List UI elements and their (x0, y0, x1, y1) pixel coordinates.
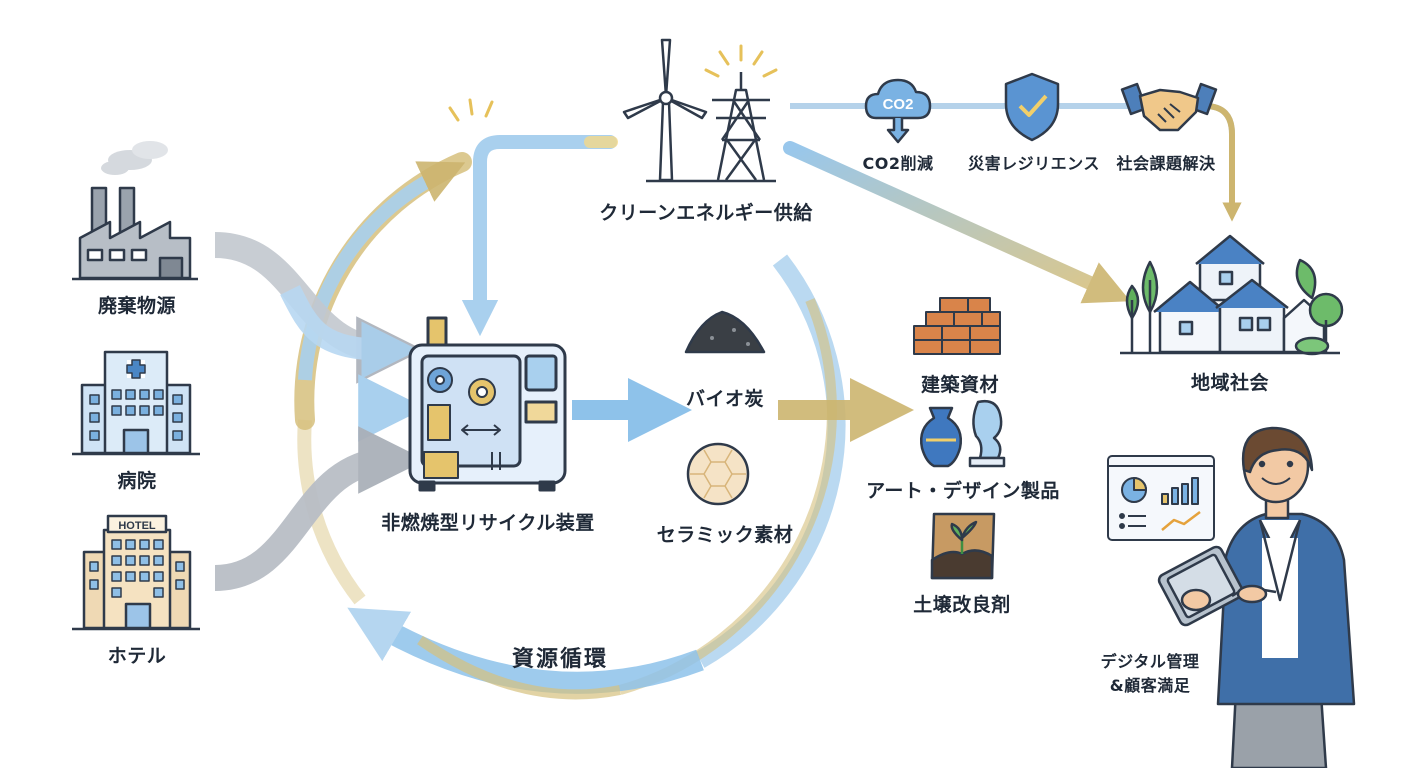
shield-check-icon (1004, 72, 1060, 142)
handshake-icon (1120, 82, 1218, 132)
resource-cycle-ring (294, 152, 846, 700)
energy-to-community-arrow (783, 141, 1131, 304)
hotel-icon (72, 514, 200, 631)
dashboard-icon (1107, 455, 1215, 541)
sculpture-icon (968, 400, 1006, 468)
device-label: 非燃焼型リサイクル装置 (381, 512, 595, 534)
energy-glow-icon (704, 44, 778, 78)
ceramic-icon (686, 442, 750, 506)
hotel-sign: HOTEL (118, 520, 156, 532)
recycling-device-icon (408, 316, 567, 492)
ceramic-label: セラミック素材 (656, 524, 794, 546)
biochar-label: バイオ炭 (685, 388, 765, 410)
person-icon (1157, 426, 1356, 768)
hospital-label: 病院 (117, 470, 157, 492)
digital-label-line2: &顧客満足 (1109, 676, 1191, 695)
hospital-icon (72, 350, 200, 456)
disaster-label: 災害レジリエンス (968, 154, 1100, 173)
soil-bag-icon (930, 512, 996, 580)
wind-turbine-icon (622, 38, 708, 182)
soil-label: 土壌改良剤 (913, 594, 1011, 616)
social-label: 社会課題解決 (1116, 154, 1216, 173)
hotel-label: ホテル (107, 645, 167, 667)
energy-label: クリーンエネルギー供給 (599, 202, 813, 224)
factory-label: 廃棄物源 (97, 295, 177, 317)
energy-feed-arrow (461, 135, 617, 337)
community-houses-icon (1120, 234, 1344, 356)
biochar-icon (684, 310, 766, 354)
sparkle-icon (448, 98, 494, 122)
co2-badge-text: CO2 (883, 96, 914, 113)
co2-cloud-icon (864, 78, 932, 144)
input-flows (214, 232, 426, 591)
building-label: 建築資材 (920, 374, 1000, 396)
power-tower-icon (646, 72, 776, 183)
art-label: アート・デザイン製品 (866, 480, 1060, 502)
community-label: 地域社会 (1190, 372, 1270, 394)
cycle-label: 資源循環 (511, 647, 609, 672)
co2-label: CO2削減 (862, 154, 934, 173)
digital-label-line1: デジタル管理 (1100, 652, 1200, 671)
vase-icon (920, 406, 962, 468)
factory-icon (72, 141, 198, 281)
bricks-icon (913, 297, 1001, 355)
